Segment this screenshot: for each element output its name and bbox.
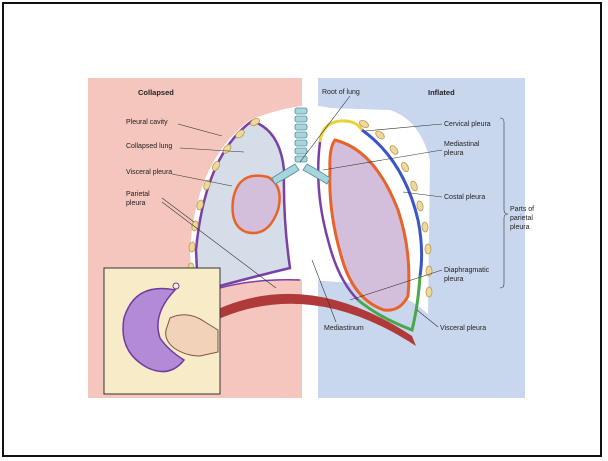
balloon-inset: [104, 268, 220, 394]
label-mediastinal-pleura-line2: pleura: [444, 150, 464, 157]
label-mediastinum: Mediastinum: [324, 325, 364, 332]
label-mediastinal-pleura-line1: Mediastinal: [444, 141, 480, 148]
label-visceral-pleura-right: Visceral pleura: [440, 325, 486, 332]
label-visceral-pleura-left: Visceral pleura: [126, 169, 172, 176]
label-parts-line3: pleura: [510, 224, 530, 231]
label-pleural-cavity: Pleural cavity: [126, 119, 168, 126]
label-cervical-pleura: Cervical pleura: [444, 121, 491, 128]
label-diaphragmatic-pleura-line1: Diaphragmatic: [444, 267, 490, 274]
label-parietal-pleura-line2: pleura: [126, 200, 146, 207]
label-parts-line1: Parts of: [510, 206, 534, 213]
label-costal-pleura: Costal pleura: [444, 194, 485, 201]
label-parts-line2: parietal: [510, 215, 533, 222]
label-parietal-pleura-line1: Parietal: [126, 191, 150, 198]
label-root-of-lung: Root of lung: [322, 89, 360, 96]
inflated-header: Inflated: [428, 88, 455, 97]
collapsed-header: Collapsed: [138, 88, 174, 97]
label-diaphragmatic-pleura-line2: pleura: [444, 276, 464, 283]
label-collapsed-lung: Collapsed lung: [126, 143, 172, 150]
